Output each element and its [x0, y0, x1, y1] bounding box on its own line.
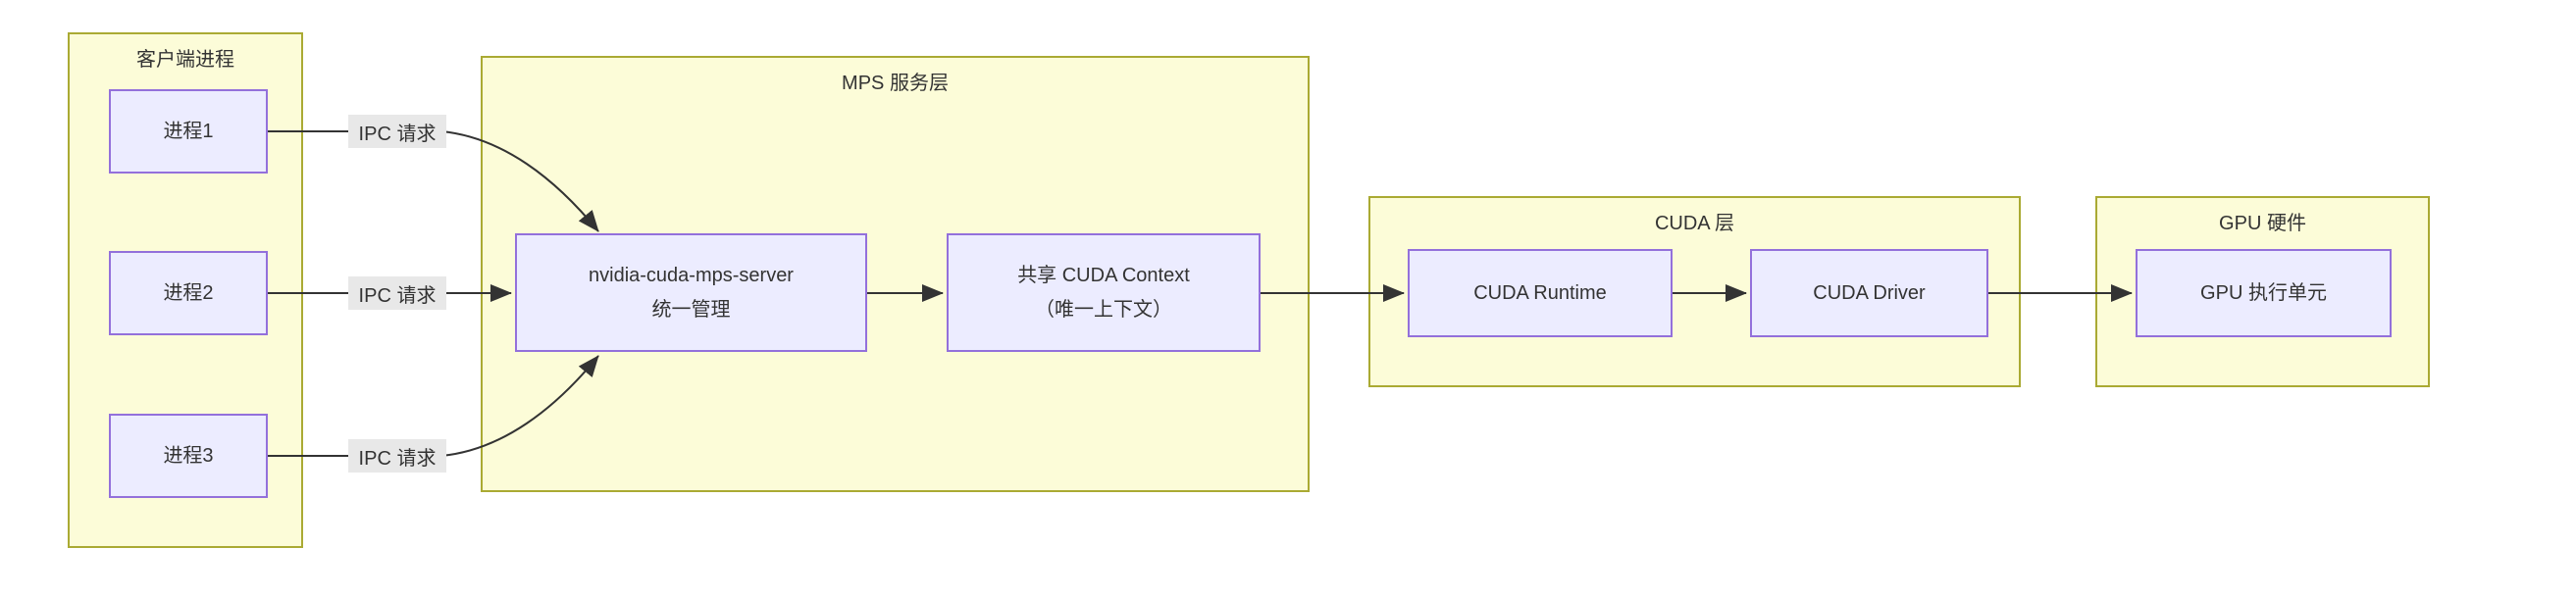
- edge-label-text: IPC 请求: [358, 284, 437, 307]
- edge-label-text: IPC 请求: [358, 447, 437, 470]
- node-label: 进程3: [163, 444, 214, 467]
- node-label-line1: 共享 CUDA Context: [1017, 264, 1190, 286]
- container-title: MPS 服务层: [842, 73, 949, 94]
- edge-process1-ipc: [268, 130, 599, 232]
- edge-label-ipc-request-1: IPC 请求: [348, 115, 446, 148]
- node-label: GPU 执行单元: [2200, 281, 2327, 304]
- edge-process3-ipc: [268, 355, 599, 457]
- node-cuda-runtime: CUDA Runtime: [1408, 249, 1673, 337]
- container-title: GPU 硬件: [2219, 213, 2306, 234]
- container-title: 客户端进程: [136, 49, 234, 71]
- node-cuda-driver: CUDA Driver: [1750, 249, 1988, 337]
- node-label-line2: （唯一上下文）: [1035, 298, 1172, 321]
- node-label-line2: 统一管理: [651, 298, 731, 321]
- node-label-line1: nvidia-cuda-mps-server: [589, 264, 794, 286]
- node-process-3: 进程3: [109, 414, 268, 498]
- node-label: CUDA Driver: [1813, 281, 1926, 304]
- container-title: CUDA 层: [1654, 213, 1735, 234]
- node-process-1: 进程1: [109, 89, 268, 174]
- node-mps-server: nvidia-cuda-mps-server 统一管理: [515, 233, 867, 352]
- node-gpu-execution-unit: GPU 执行单元: [2136, 249, 2392, 337]
- edge-label-text: IPC 请求: [358, 123, 437, 145]
- node-shared-cuda-context: 共享 CUDA Context （唯一上下文）: [947, 233, 1261, 352]
- node-process-2: 进程2: [109, 251, 268, 335]
- node-label: 进程2: [163, 281, 214, 304]
- edge-label-ipc-request-2: IPC 请求: [348, 276, 446, 310]
- node-label: 进程1: [163, 120, 214, 142]
- edge-label-ipc-request-3: IPC 请求: [348, 439, 446, 473]
- node-label: CUDA Runtime: [1473, 281, 1607, 304]
